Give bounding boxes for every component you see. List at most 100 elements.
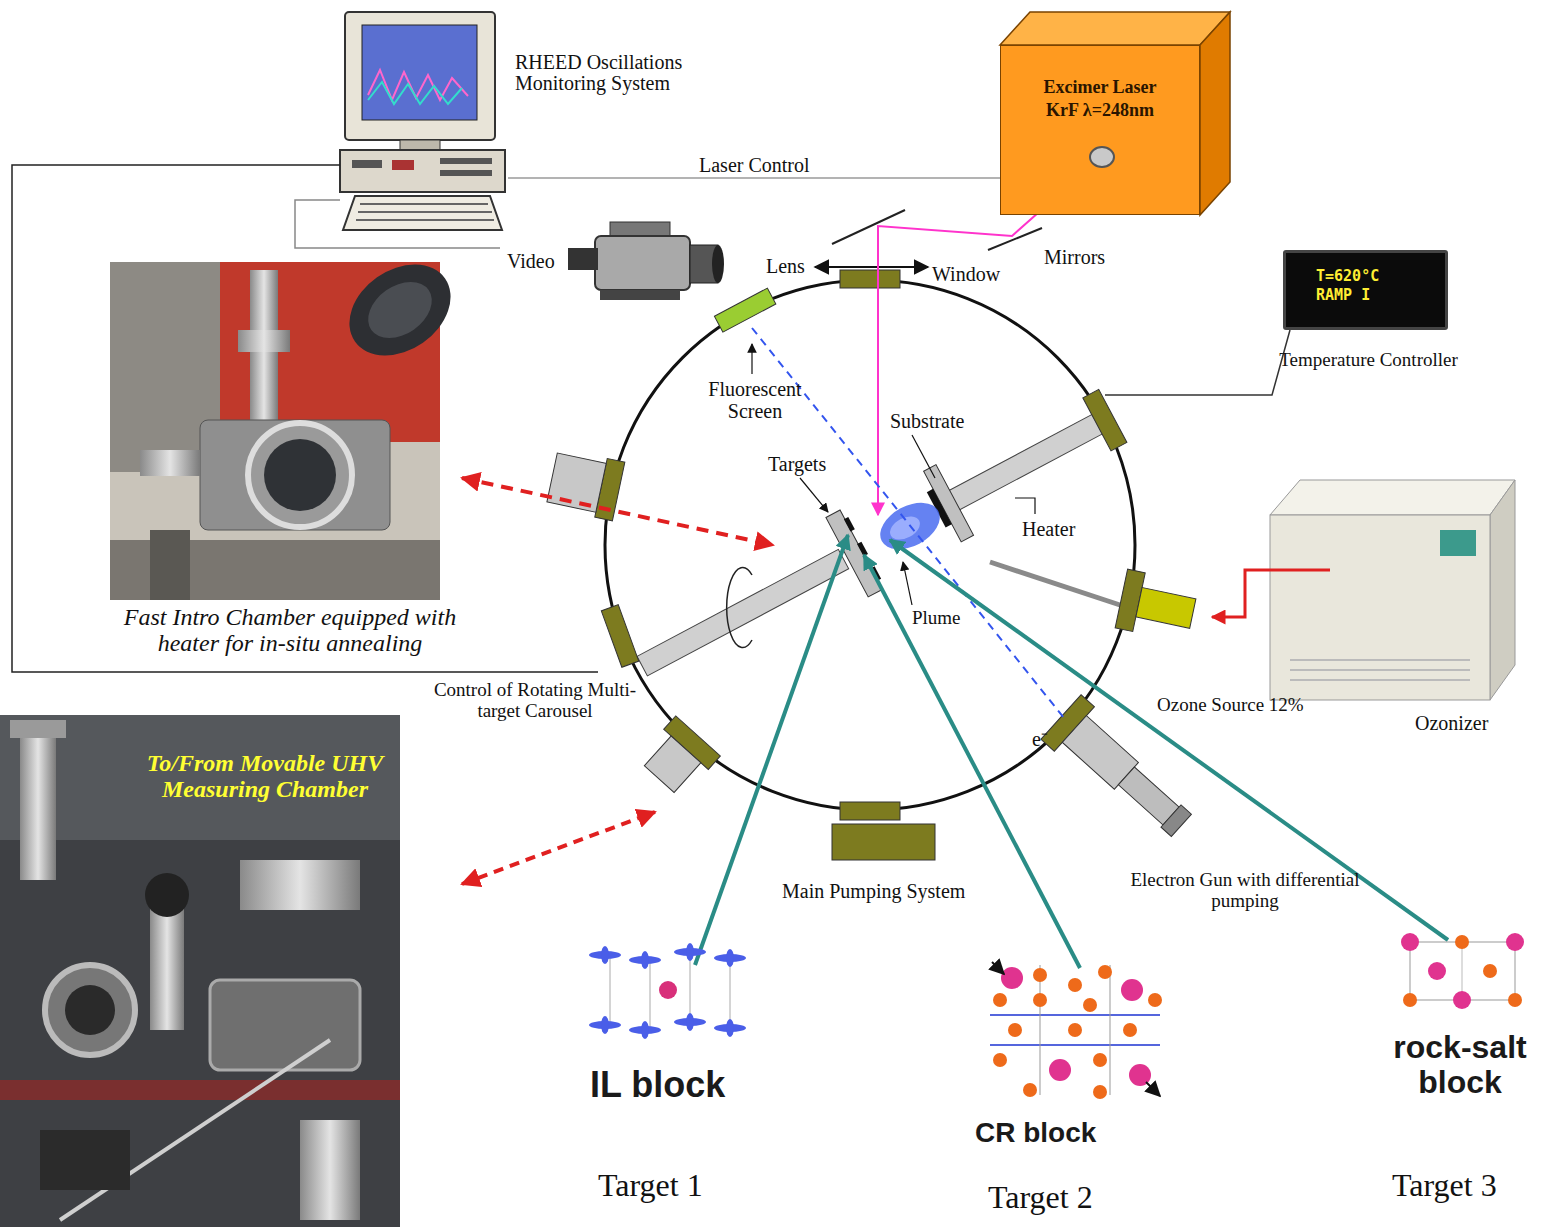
vacuum-chamber (840, 802, 900, 820)
il-block-structure (726, 1019, 734, 1037)
part-label: Target 1 (598, 1168, 703, 1203)
vacuum-chamber (840, 270, 900, 288)
il-block-structure (601, 1016, 609, 1034)
part-label: Ozonizer (1415, 712, 1488, 734)
computer-icon (340, 12, 505, 230)
leader-lines (751, 344, 752, 374)
video-camera (712, 245, 724, 283)
cr-block-structure (1093, 1053, 1107, 1067)
optics (752, 158, 1100, 718)
uhv-chamber-photo (240, 860, 360, 910)
cr-block-structure (1123, 1023, 1137, 1037)
cr-block-structure (990, 962, 1162, 1099)
chamber-arms (990, 562, 1120, 605)
il-block-structure (641, 951, 649, 969)
transfer-arrow (462, 478, 773, 545)
il-block-structure (686, 1013, 694, 1031)
target-pointer (695, 535, 1448, 968)
part-label: Mirrors (1044, 246, 1105, 268)
intro-chamber-photo (140, 450, 200, 476)
cr-block-structure (990, 1014, 1160, 1016)
optics (988, 228, 1042, 250)
rock-salt-structure (1453, 991, 1471, 1009)
leader-lines (903, 562, 912, 605)
computer-icon (343, 196, 502, 230)
computer-icon (368, 82, 462, 104)
cr-block-structure (993, 1053, 1007, 1067)
uhv-chamber-photo (0, 1080, 400, 1100)
computer-icon (440, 158, 492, 164)
computer-icon (356, 204, 494, 220)
vacuum-chamber (714, 288, 775, 332)
part-label: CR block (975, 1118, 1096, 1149)
target-pointer (864, 555, 1080, 968)
signal-wire (12, 165, 598, 672)
uhv-chamber-photo (45, 965, 135, 1055)
vacuum-chamber (1118, 767, 1179, 825)
part-label: Fast Intro Chamber equipped with heater … (95, 604, 485, 657)
part-label: Target 2 (988, 1180, 1093, 1215)
cr-block-structure (1068, 978, 1082, 992)
cr-block-structure (1040, 965, 1041, 1095)
leader-lines (1015, 498, 1035, 514)
chamber-arms (857, 542, 868, 557)
vacuum-chamber (605, 280, 1135, 810)
intro-chamber-photo (250, 270, 278, 440)
part-label: Heater (1022, 518, 1075, 540)
video-camera (568, 222, 724, 300)
uhv-chamber-photo (0, 840, 400, 1227)
uhv-chamber-photo (145, 873, 189, 917)
ozonizer-unit (1290, 660, 1470, 680)
node-text: Excimer Laser KrF λ=248nm (1025, 76, 1175, 121)
computer-icon (345, 12, 495, 140)
vacuum-chamber (547, 453, 606, 512)
intro-chamber-photo (332, 246, 468, 375)
rock-salt-structure (1483, 964, 1497, 978)
part-label: Window (932, 263, 1000, 285)
part-label: Electron Gun with differential pumping (1130, 870, 1360, 912)
rock-salt-structure (1428, 962, 1446, 980)
node-text: T=620°C RAMP I (1316, 267, 1416, 305)
part-label: Ozone Source 12% (1157, 695, 1304, 716)
node-text: RHEED Oscillations Monitoring System (515, 52, 750, 94)
ozonizer-unit (1212, 570, 1330, 617)
uhv-chamber-photo (20, 720, 56, 880)
rock-salt-structure (1401, 933, 1524, 1009)
part-label: Targets (768, 453, 826, 475)
cr-block-structure (1023, 1083, 1037, 1097)
il-block-structure (650, 960, 651, 1030)
computer-icon (362, 25, 477, 120)
leader-lines (912, 435, 935, 478)
part-label: e⁻ (1032, 728, 1048, 750)
ozonizer-unit (1212, 480, 1515, 700)
transfer-arrow (462, 812, 655, 884)
cr-block-structure (1049, 1059, 1071, 1081)
il-block-structure (589, 943, 746, 1039)
computer-icon (400, 140, 440, 150)
part-label: Video (507, 250, 555, 272)
ozonizer-unit (1270, 480, 1515, 515)
part-label: Plume (912, 608, 961, 629)
cr-block-structure (1148, 993, 1162, 1007)
intro-chamber-photo (248, 423, 352, 527)
cr-block-structure (1121, 979, 1143, 1001)
video-camera (568, 248, 598, 270)
vacuum-chamber (601, 605, 638, 668)
rock-salt-structure (1506, 933, 1524, 951)
part-label: Target 3 (1392, 1168, 1497, 1203)
intro-chamber-photo (358, 270, 443, 349)
uhv-chamber-photo (150, 900, 184, 1030)
rock-salt-structure (1401, 933, 1419, 951)
vacuum-chamber (644, 736, 700, 792)
uhv-chamber-photo (40, 1130, 130, 1190)
rock-salt-structure (1403, 993, 1417, 1007)
signal-wire (295, 200, 500, 248)
uhv-chamber-photo (300, 1120, 360, 1220)
video-camera (600, 290, 680, 300)
cr-block-structure (1110, 965, 1111, 1095)
signal-wire (12, 165, 1290, 672)
vacuum-chamber (1136, 588, 1196, 629)
computer-icon (340, 150, 505, 192)
ozonizer-unit (1490, 480, 1515, 700)
il-block-structure (641, 1021, 649, 1039)
